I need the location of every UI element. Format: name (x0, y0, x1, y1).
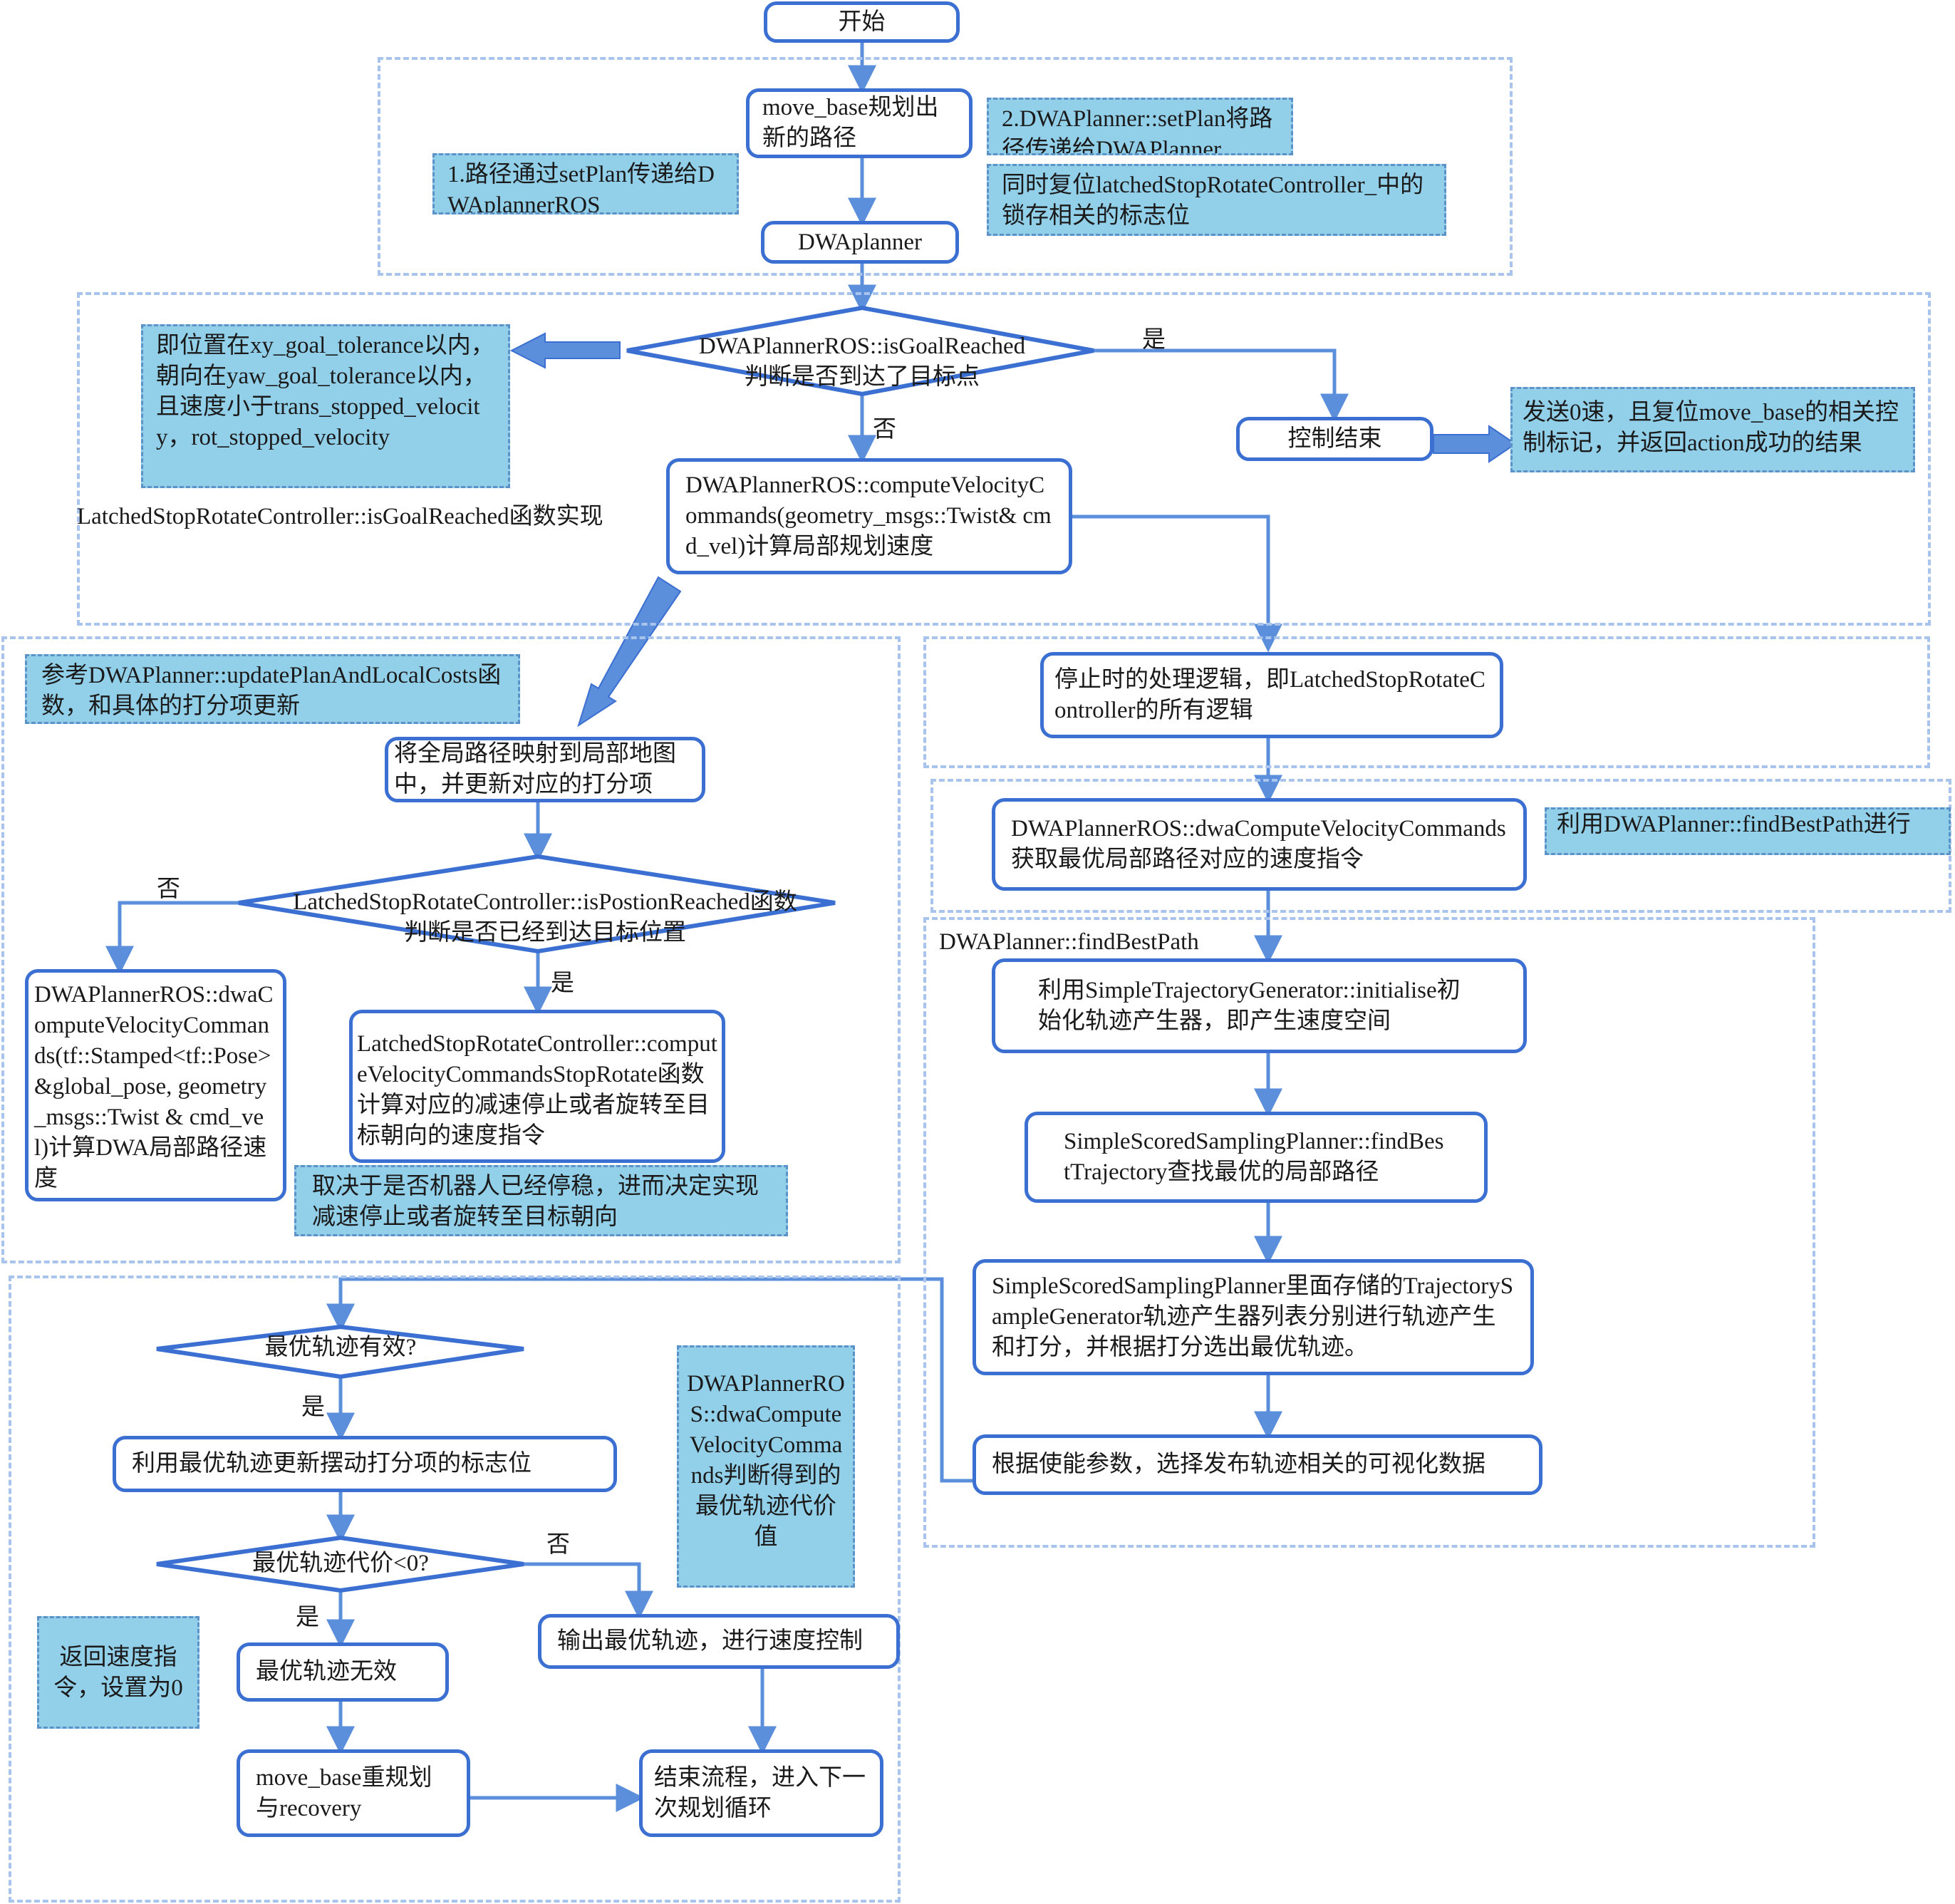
update-plan-group (1, 636, 901, 1263)
find-best-trajectory-node: SimpleScoredSamplingPlanner::findBestTra… (1025, 1112, 1488, 1203)
arrow-publish-to-valid (326, 1277, 973, 1483)
arrow-compute-to-stoplogic (1072, 514, 1282, 653)
yes-label-valid: 是 (301, 1395, 325, 1420)
update-plan-ref-note: 参考DWAPlanner::updatePlanAndLocalCosts函数，… (25, 654, 520, 724)
yes-label-cost: 是 (296, 1605, 319, 1630)
stop-logic-node: 停止时的处理逻辑，即LatchedStopRotateController的所有… (1040, 652, 1503, 738)
dwa-compute-left-node: DWAPlannerROS::dwaComputeVelocityCommand… (25, 969, 286, 1201)
replan-recovery-node: move_base重规划与recovery (237, 1749, 470, 1837)
control-end-node: 控制结束 (1236, 417, 1433, 461)
setplan-pass-note: 1.路径通过setPlan传递给DWAplannerROS (432, 153, 739, 214)
dwaplanner-node: DWAplanner (761, 221, 959, 264)
arrow-cost-no (524, 1562, 653, 1620)
traj-valid-diamond (156, 1324, 524, 1380)
output-best-traj-node: 输出最优轨迹，进行速度控制 (538, 1614, 900, 1669)
compute-velocity-node: DWAPlannerROS::computeVelocityCommands(g… (666, 458, 1072, 574)
latched-impl-label: LatchedStopRotateController::isGoalReach… (77, 504, 603, 529)
yes-label-position: 是 (551, 971, 574, 996)
yes-label-goal: 是 (1142, 327, 1166, 353)
send-zero-note: 发送0速，且复位move_base的相关控制标记，并返回action成功的结果 (1510, 387, 1915, 472)
dwa-compute-right-node: DWAPlannerROS::dwaComputeVelocityCommand… (992, 798, 1527, 891)
goal-tolerance-note: 即位置在xy_goal_tolerance以内，朝向在yaw_goal_tole… (141, 324, 510, 488)
goal-reached-diamond (626, 305, 1094, 397)
map-global-path-node: 将全局路径映射到局部地图中，并更新对应的打分项 (385, 737, 705, 802)
no-label-cost: 否 (546, 1532, 570, 1558)
setplan-group (378, 57, 1513, 276)
goal-reached-text: DWAPlannerROS::isGoalReached判断是否到达了目标点 (698, 333, 1026, 390)
no-label-goal: 否 (873, 417, 896, 443)
end-flow-node: 结束流程，进入下一次规划循环 (639, 1749, 883, 1837)
sampling-planner-store-node: SimpleScoredSamplingPlanner里面存储的Trajecto… (973, 1259, 1534, 1375)
traj-cost-diamond (156, 1535, 524, 1593)
find-best-path-group (923, 917, 1815, 1548)
goal-check-group (77, 292, 1931, 626)
position-reached-text: LatchedStopRotateController::isPostionRe… (293, 889, 797, 946)
traj-generator-init-node: 利用SimpleTrajectoryGenerator::initialise初… (992, 958, 1527, 1053)
update-osc-flags-node: 利用最优轨迹更新摆动打分项的标志位 (113, 1436, 617, 1492)
traj-cost-text: 最优轨迹代价<0? (252, 1551, 429, 1576)
traj-valid-text: 最优轨迹有效? (264, 1335, 417, 1360)
return-zero-note: 返回速度指令，设置为0 (37, 1616, 199, 1729)
reset-latched-note: 同时复位latchedStopRotateController_中的锁存相关的标… (987, 164, 1446, 236)
arrow-posreached-no (105, 901, 239, 975)
stopped-depends-note: 取决于是否机器人已经停稳，进而决定实现减速停止或者旋转至目标朝向 (294, 1165, 788, 1236)
block-arrow-to-sendzero (1433, 425, 1517, 463)
block-arrow-to-mapping (577, 576, 682, 728)
start-node: 开始 (764, 1, 960, 43)
stop-logic-group (923, 636, 1930, 768)
cost-note: DWAPlannerROS::dwaComputeVelocityCommand… (677, 1345, 855, 1588)
trajectory-eval-group (9, 1276, 901, 1903)
find-best-path-use-note: 利用DWAPlanner::findBestPath进行 (1545, 807, 1951, 855)
traj-invalid-node: 最优轨迹无效 (237, 1642, 449, 1702)
publish-visual-node: 根据使能参数，选择发布轨迹相关的可视化数据 (973, 1434, 1542, 1495)
new-path-node: move_base规划出新的路径 (746, 88, 973, 158)
block-arrow-to-goalnote (509, 332, 621, 369)
arrow-goalcheck-yes (1094, 348, 1349, 423)
stop-rotate-cmd-node: LatchedStopRotateController::computeVelo… (349, 1010, 725, 1163)
position-reached-diamond (238, 854, 836, 954)
dwa-setplan-note: 2.DWAPlanner::setPlan将路径传递给DWAPlanner (987, 98, 1293, 155)
find-best-path-label: DWAPlanner::findBestPath (939, 929, 1199, 955)
no-label-position: 否 (157, 876, 180, 902)
